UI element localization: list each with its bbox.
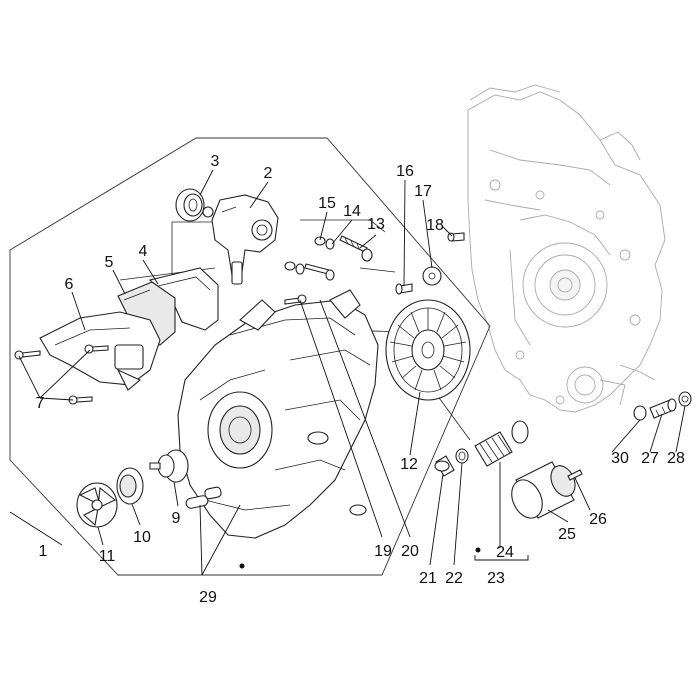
- bolt-part-16: [395, 283, 413, 295]
- callout-9: 9: [172, 510, 181, 527]
- callout-6: 6: [65, 276, 74, 293]
- drain-plug-part-21: [434, 455, 455, 477]
- callout-18: 18: [426, 217, 444, 234]
- water-pump-body-part-2: [202, 194, 279, 285]
- callout-28: 28: [667, 450, 685, 467]
- callout-7: 7: [36, 395, 45, 412]
- oil-filter-part-25: [511, 461, 583, 519]
- callout-2: 2: [264, 165, 273, 182]
- callout-23: 23: [487, 570, 505, 587]
- callout-29: 29: [199, 589, 217, 606]
- callout-labels: 1 2 3 4 5 6 7 9 10 11 12 13 14 15 16 17 …: [36, 153, 685, 606]
- callout-1: 1: [39, 543, 48, 560]
- callout-26: 26: [589, 511, 607, 528]
- valve-part-27: [649, 398, 677, 419]
- callout-12: 12: [400, 456, 418, 473]
- washer-part-17: [422, 266, 442, 286]
- reference-dots: [239, 547, 481, 569]
- washer-part-14: [295, 238, 335, 275]
- o-ring-part-22: [455, 448, 469, 464]
- plug-part-18: [447, 232, 465, 242]
- bearing-ring-part-3: [175, 188, 205, 222]
- callout-3: 3: [211, 153, 220, 170]
- filter-screen-part-24: [474, 431, 513, 467]
- engine-crankcase: [467, 84, 666, 413]
- gasket-part-29: [185, 486, 222, 509]
- callout-30: 30: [611, 450, 629, 467]
- screw-part-7: [14, 344, 109, 405]
- leader-lines: [9, 169, 686, 576]
- callout-17: 17: [414, 183, 432, 200]
- screw-part-19: [284, 294, 307, 305]
- seal-part-9: [149, 449, 189, 483]
- callout-21: 21: [419, 570, 437, 587]
- washer-part-15: [284, 236, 326, 271]
- callout-10: 10: [133, 529, 151, 546]
- callout-15: 15: [318, 195, 336, 212]
- callout-16: 16: [396, 163, 414, 180]
- o-ring-part-26a: [511, 420, 529, 444]
- kit-boundary-frame: [9, 137, 491, 576]
- washer-part-28: [678, 391, 692, 407]
- callout-4: 4: [139, 243, 148, 260]
- callout-19: 19: [374, 543, 392, 560]
- ring-seal-part-10: [116, 467, 144, 505]
- impeller-part-11: [76, 482, 118, 528]
- callout-27: 27: [641, 450, 659, 467]
- callout-22: 22: [445, 570, 463, 587]
- callout-20: 20: [401, 543, 419, 560]
- callout-25: 25: [558, 526, 576, 543]
- callout-14: 14: [343, 203, 361, 220]
- callout-11: 11: [99, 548, 116, 565]
- cooling-fan-part-12: [385, 299, 471, 401]
- callout-24: 24: [496, 544, 514, 561]
- callout-13: 13: [367, 216, 385, 233]
- main-housing-part-1: [177, 289, 379, 539]
- o-ring-part-30: [633, 405, 647, 421]
- callout-5: 5: [105, 254, 114, 271]
